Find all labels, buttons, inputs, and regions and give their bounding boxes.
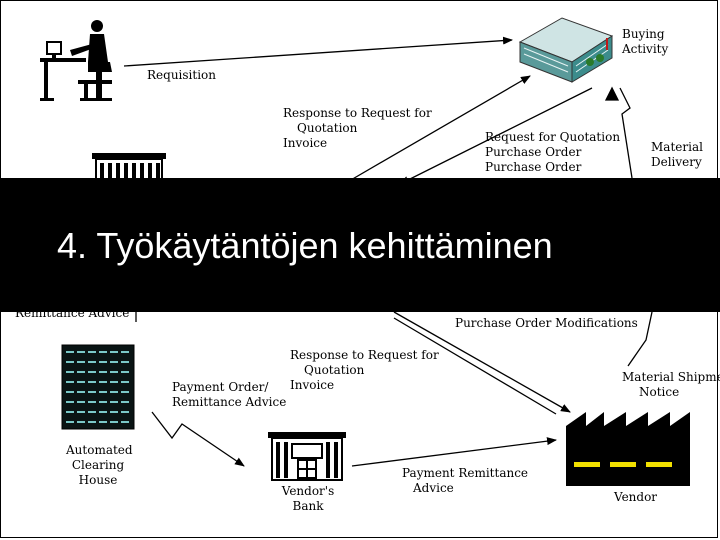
material-delivery-label: Material Delivery: [651, 140, 703, 170]
response-top-label: Response to Request for Quotation Invoic…: [283, 106, 432, 151]
payment-order-zigzag: [152, 412, 244, 466]
vendor-label: Vendor: [614, 490, 657, 505]
requisition-arrow: [124, 40, 512, 66]
requisition-label: Requisition: [147, 68, 216, 83]
rfq-po-label: Request for Quotation Purchase Order Pur…: [485, 130, 620, 175]
person-at-computer-icon: [40, 20, 112, 101]
payment-order-label: Payment Order/ Remittance Advice: [172, 380, 286, 410]
material-delivery-zigzag: [620, 88, 632, 178]
ach-label: Automated Clearing House: [66, 443, 130, 488]
payment-remittance-label: Payment Remittance Advice: [402, 466, 528, 496]
buying-activity-label: Buying Activity: [622, 27, 668, 57]
slide-title: 4. Työkäytäntöjen kehittäminen: [57, 223, 553, 269]
office-building-icon: [520, 18, 612, 82]
response-bottom-label: Response to Request for Quotation Invoic…: [290, 348, 439, 393]
vendors-bank-label: Vendor's Bank: [278, 484, 338, 514]
material-delivery-arrowhead: [606, 88, 618, 100]
server-rack-icon: [62, 345, 134, 429]
shipment-notice-label: Material Shipment Notice: [622, 370, 720, 400]
po-modifications-label: Purchase Order Modifications: [455, 316, 638, 331]
factory-icon: [566, 412, 690, 486]
payment-remittance-arrow: [352, 440, 556, 466]
bank-building-icon: [268, 432, 346, 480]
